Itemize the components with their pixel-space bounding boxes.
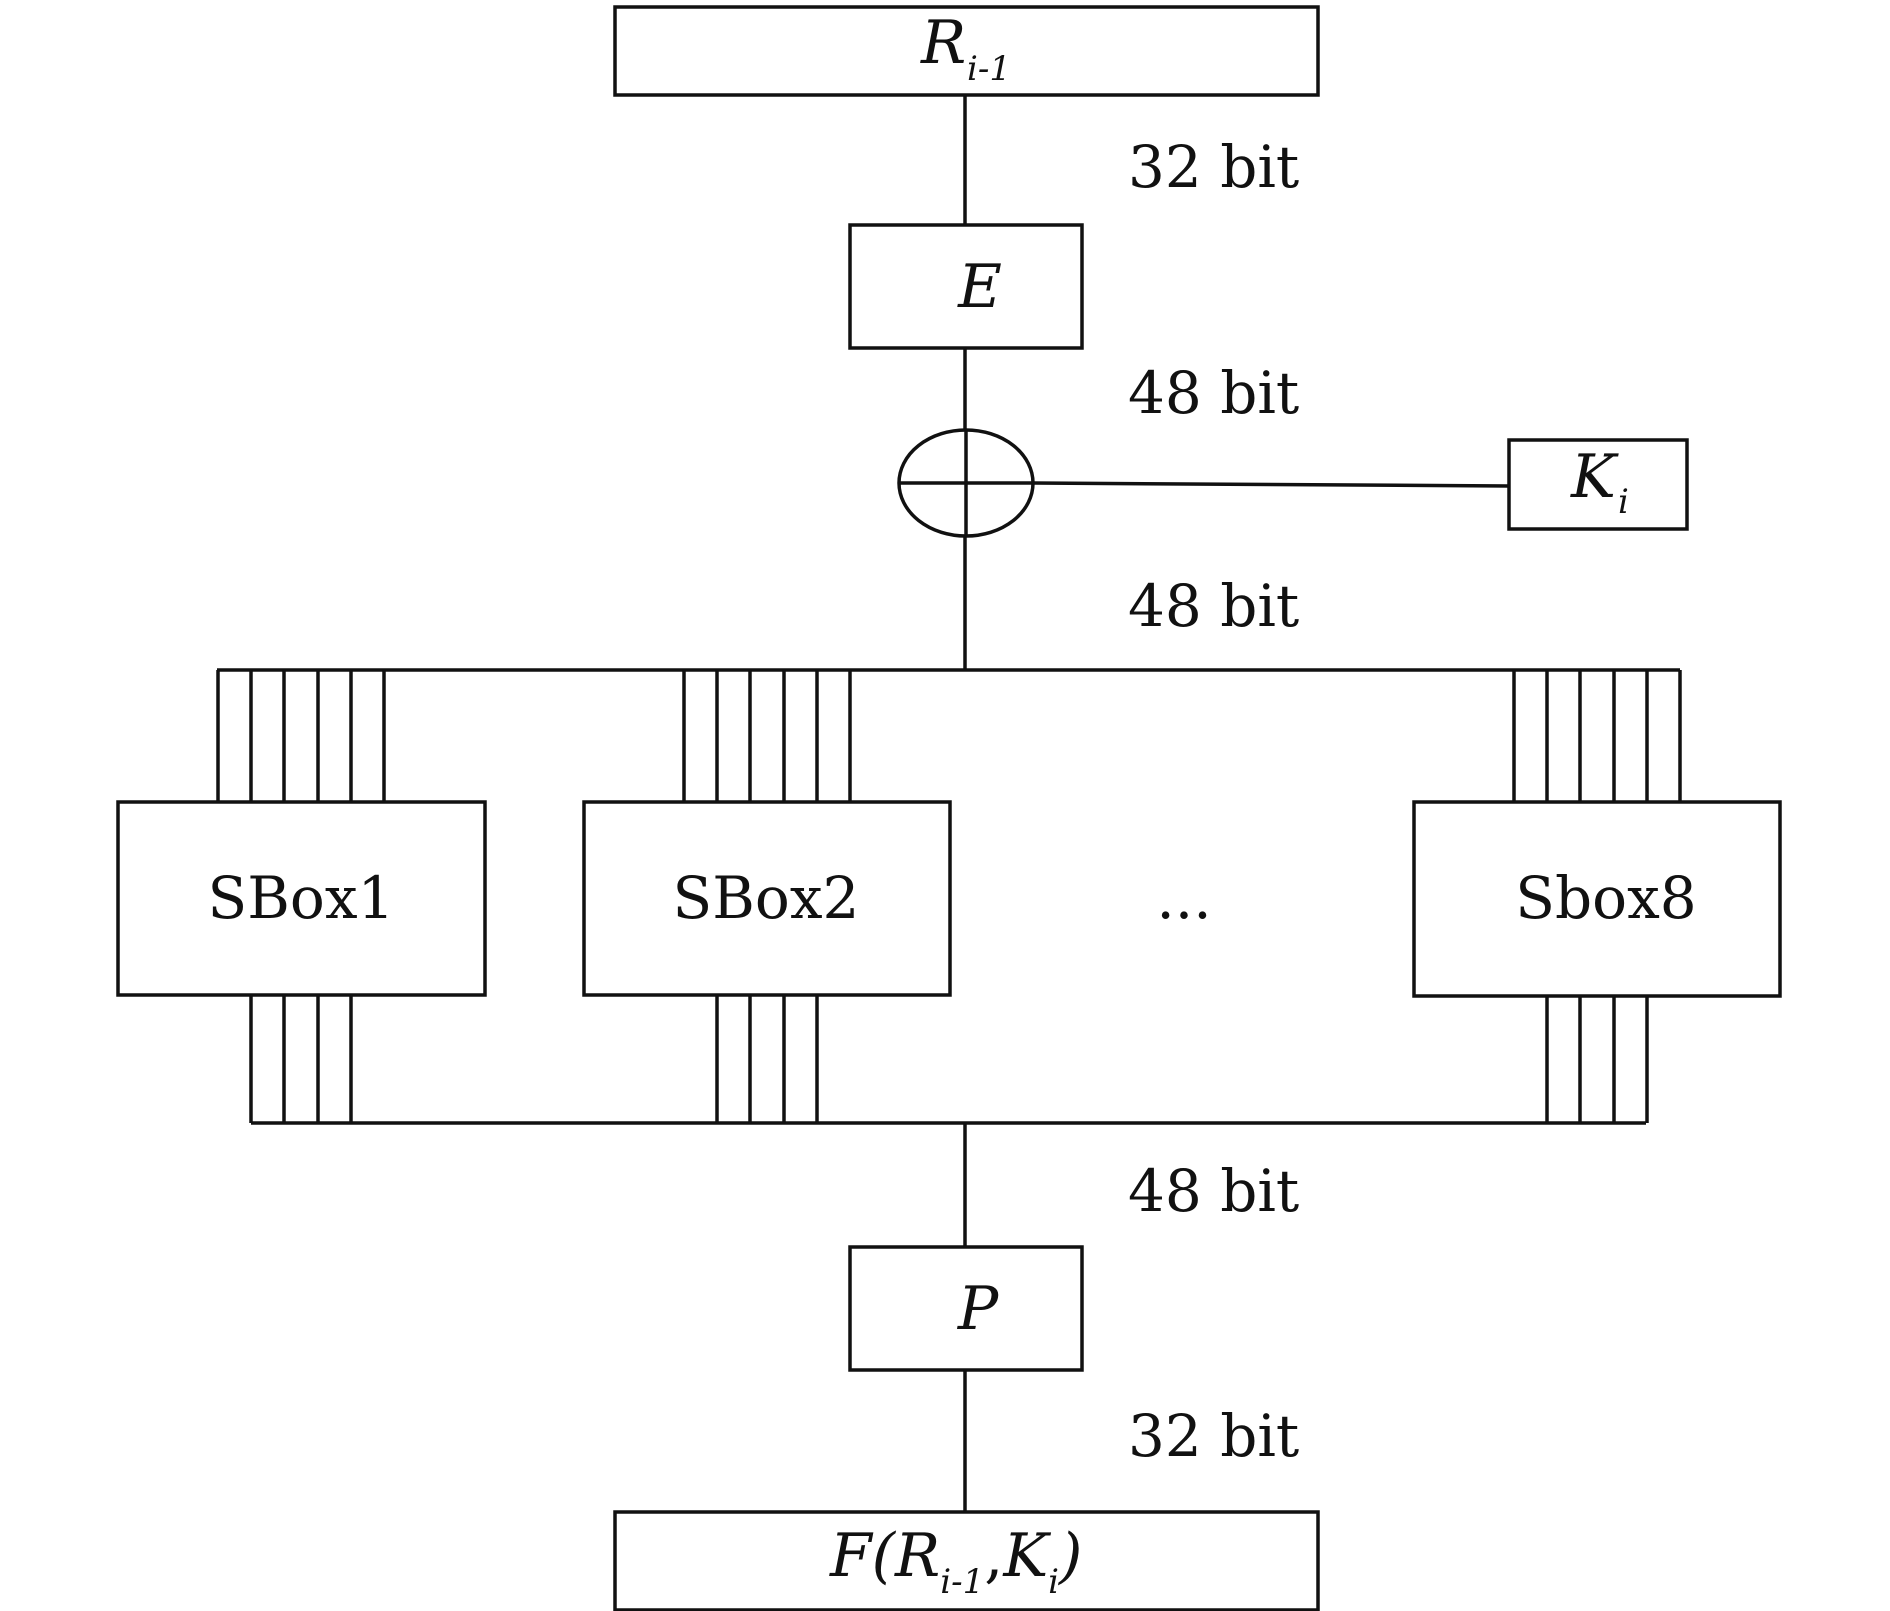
- permutation-box: P: [848, 1245, 1084, 1372]
- permutation-label: P: [957, 1274, 1000, 1344]
- expansion-label: E: [957, 252, 1002, 322]
- input-box: R i-1: [613, 5, 1320, 97]
- sbox1-label: SBox1: [208, 864, 395, 932]
- sbox8-input-wires: [1512, 670, 1682, 802]
- key-box: K i: [1507, 438, 1689, 531]
- bit-label-after-input: 32 bit: [1128, 133, 1299, 201]
- xor-operator: [897, 428, 1035, 538]
- sbox-ellipsis: ...: [1156, 864, 1211, 932]
- sbox2-input-wires: [682, 670, 852, 802]
- key-label-main: K: [1570, 442, 1619, 512]
- sbox1: SBox1: [116, 800, 487, 997]
- sbox8: Sbox8: [1412, 800, 1782, 998]
- bit-label-after-xor: 48 bit: [1128, 572, 1299, 640]
- output-r-sub: i-1: [940, 1562, 984, 1602]
- sbox1-output-wires: [249, 995, 353, 1123]
- sbox2-output-wires: [715, 995, 819, 1123]
- wire-key-to-xor: [1032, 481, 1510, 488]
- output-prefix: F(: [829, 1521, 897, 1591]
- input-label-main: R: [920, 8, 966, 78]
- output-k-main: K: [1002, 1521, 1051, 1591]
- bit-label-after-sboxes: 48 bit: [1128, 1157, 1299, 1225]
- output-comma: ,: [984, 1521, 1003, 1591]
- input-label-sub: i-1: [967, 49, 1011, 89]
- output-k-sub: i: [1048, 1562, 1059, 1602]
- output-label: F(Ri-1,Ki): [829, 1521, 1082, 1602]
- output-box: F(Ri-1,Ki): [613, 1510, 1320, 1611]
- sbox8-label: Sbox8: [1515, 864, 1696, 932]
- bit-label-after-permutation: 32 bit: [1128, 1402, 1299, 1470]
- output-suffix: ): [1057, 1521, 1082, 1591]
- sbox8-output-wires: [1545, 995, 1649, 1123]
- sbox1-input-wires: [216, 670, 386, 802]
- key-label-sub: i: [1618, 482, 1629, 522]
- sbox2-label: SBox2: [673, 864, 860, 932]
- output-r-main: R: [894, 1521, 940, 1591]
- bit-label-after-expansion: 48 bit: [1128, 359, 1299, 427]
- expansion-box: E: [848, 223, 1084, 350]
- sbox2: SBox2: [582, 800, 952, 997]
